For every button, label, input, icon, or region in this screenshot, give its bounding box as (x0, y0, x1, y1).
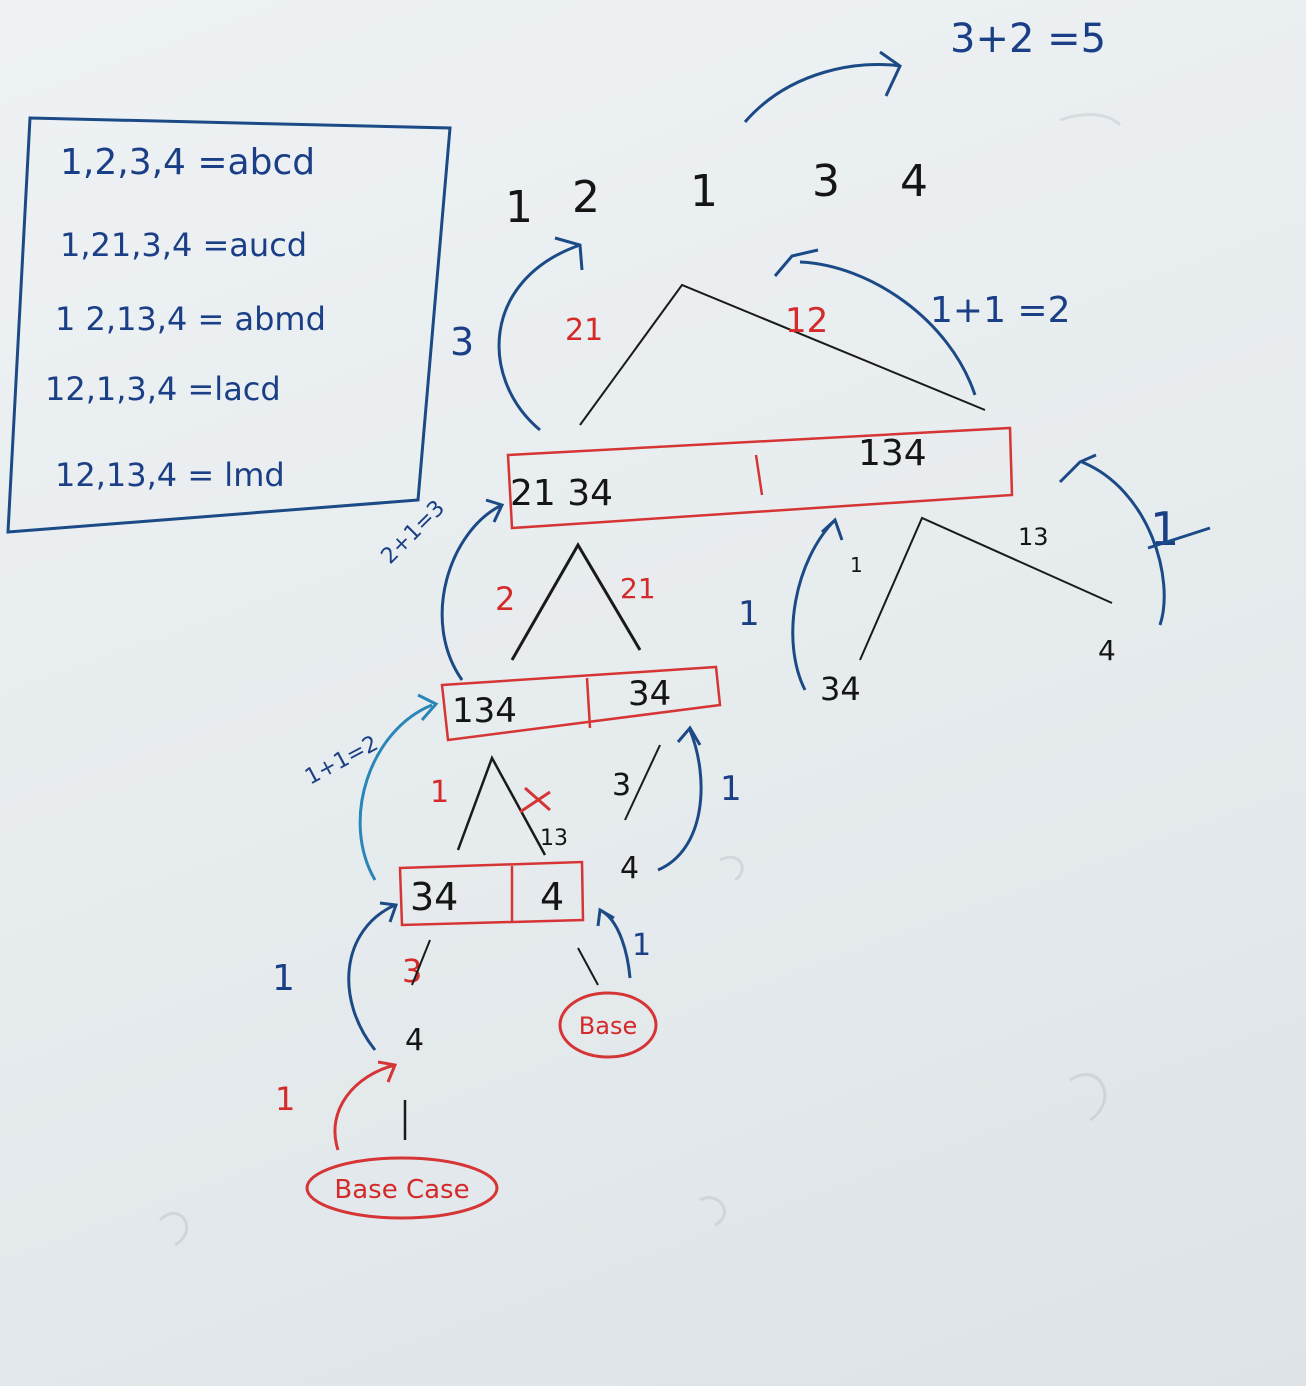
arrowhead-icon (554, 236, 584, 271)
base-label: Base (579, 1012, 637, 1040)
legend-row: 12,13,4 = lmd (55, 456, 285, 494)
arrowhead-icon (773, 248, 819, 277)
return-arrow (1081, 460, 1166, 626)
return-arrow (791, 518, 837, 691)
arrowhead-icon (417, 693, 439, 721)
result-digits: 1 2 1 3 4 (505, 156, 928, 233)
legend-row: 1,21,3,4 =aucd (60, 226, 307, 264)
branch-lines (859, 516, 1113, 661)
cell-right: 134 (858, 433, 927, 474)
level1-box: 21 34 134 (506, 426, 1014, 530)
arrowhead-icon (379, 901, 399, 923)
return-arrow (599, 908, 632, 979)
branch-lines (456, 754, 547, 856)
branch-label: 21 (620, 572, 656, 605)
arrowhead-icon (485, 498, 505, 523)
branch-lines (624, 744, 661, 821)
legend-row: 1 2,13,4 = abmd (55, 300, 326, 338)
return-arrow (657, 729, 703, 872)
cell-left: 21 34 (510, 473, 613, 514)
right-count: 1 (632, 928, 651, 963)
branch-label: 13 (540, 826, 568, 851)
branch-label: 1 (430, 775, 449, 810)
leaf-value: 4 (1098, 634, 1116, 667)
subtree-count: 1 (1150, 502, 1179, 556)
branch-lines (510, 542, 642, 661)
digit: 1 (690, 166, 718, 217)
right-count: 1 (720, 769, 742, 809)
subtree-mark: 1 (738, 594, 760, 634)
return-arrow (358, 703, 433, 881)
return-arrow (799, 260, 977, 396)
return-arrow (347, 903, 396, 1051)
total-sum: 3+2 =5 (950, 16, 1106, 62)
digit: 2 (572, 172, 600, 223)
base-count: 1 (275, 1080, 295, 1118)
arrowhead-icon (879, 50, 902, 97)
branch-label: 2 (495, 580, 515, 618)
level3-box: 34 4 (398, 860, 585, 927)
branch-label: 21 (565, 313, 603, 348)
return-arrow (497, 243, 581, 432)
arrowhead-icon (1058, 453, 1097, 484)
legend-row: 1,2,3,4 =abcd (60, 142, 315, 183)
base-case-bubble: Base Case (305, 1156, 499, 1220)
branch-lines (577, 947, 599, 986)
base-bubble: Base (558, 991, 658, 1059)
arrowhead-icon (377, 1060, 398, 1083)
leaf-value: 4 (620, 851, 639, 886)
branch-label: 1 (850, 553, 863, 577)
top-arrow (743, 62, 901, 123)
right-sum: 1+1 =2 (930, 290, 1070, 331)
path-value: 3 (402, 952, 422, 990)
digit: 4 (900, 156, 928, 207)
leaf-value: 4 (405, 1023, 424, 1058)
branch-label: 13 (1018, 523, 1049, 551)
left-count: 3 (450, 320, 474, 364)
legend-row: 12,1,3,4 =lacd (45, 370, 281, 408)
level2-sum: 1+1=2 (301, 731, 382, 790)
level2-box: 134 34 (440, 665, 722, 742)
cell-left: 134 (452, 691, 517, 731)
left-count: 1 (272, 958, 295, 999)
cell-left: 34 (410, 875, 458, 919)
leaf-value: 34 (820, 670, 861, 708)
underline (1147, 526, 1211, 550)
return-arrow (440, 503, 503, 681)
branch-lines (579, 283, 986, 426)
branch-lines (411, 939, 431, 986)
legend-box: 1,2,3,4 =abcd 1,21,3,4 =aucd 1 2,13,4 = … (6, 116, 452, 534)
cross-mark-icon (519, 786, 551, 814)
arrowhead-icon (596, 907, 615, 927)
digit: 1 (505, 182, 533, 233)
cell-right: 4 (540, 875, 564, 919)
cell-right: 34 (628, 674, 671, 714)
path-value: 3 (612, 768, 631, 803)
arrowhead-icon (820, 517, 844, 541)
bleed-through-marks (158, 113, 1122, 1247)
digit: 3 (812, 156, 840, 207)
level1-sum: 2+1=3 (377, 496, 450, 569)
return-arrow (333, 1063, 396, 1151)
base-case-label: Base Case (334, 1175, 469, 1205)
branch-label: 12 (785, 301, 828, 341)
arrowhead-icon (676, 725, 702, 746)
